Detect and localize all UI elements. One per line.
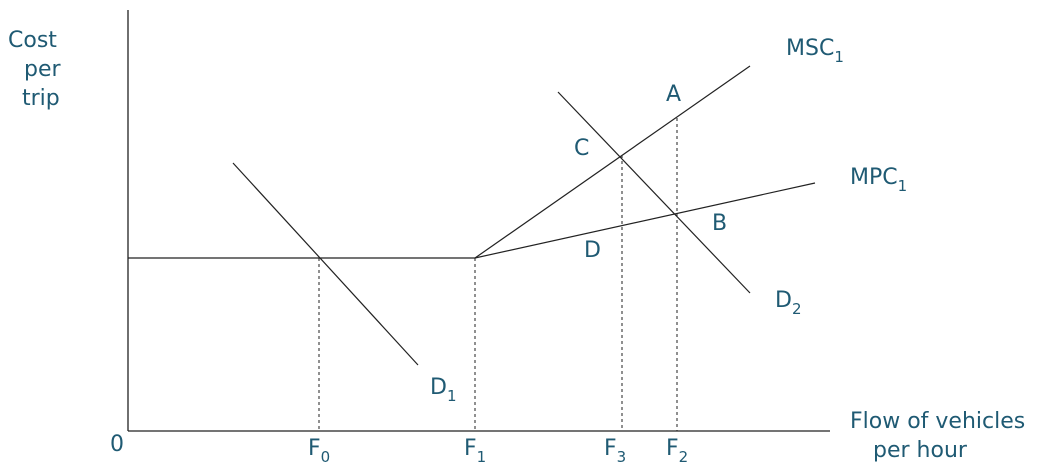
point-a-label: A [666,82,681,107]
d2-label: D2 [775,288,802,318]
point-b-label: B [712,211,727,236]
tick-label-f3: F3 [604,436,626,463]
demand-curve-d1 [232,162,419,366]
y-axis-label-line-2: per [24,57,62,82]
x-axis-label-line-1: Flow of vehicles [850,409,1025,434]
y-axis-label-line-3: trip [22,86,60,111]
d1-label: D1 [430,375,457,405]
x-axis-label-line-2: per hour [873,438,968,463]
tick-label-f0: F0 [308,436,330,463]
msc-curve [474,65,751,259]
point-d-label: D [584,238,601,263]
point-c-label: C [574,136,589,161]
mpc-label: MPC1 [850,165,907,195]
demand-curve-d2 [557,91,751,294]
tick-label-f1: F1 [464,436,486,463]
y-axis-label-line-1: Cost [8,28,57,53]
msc-label: MSC1 [786,36,844,66]
origin-label: 0 [110,432,124,457]
tick-label-f2: F2 [666,436,688,463]
